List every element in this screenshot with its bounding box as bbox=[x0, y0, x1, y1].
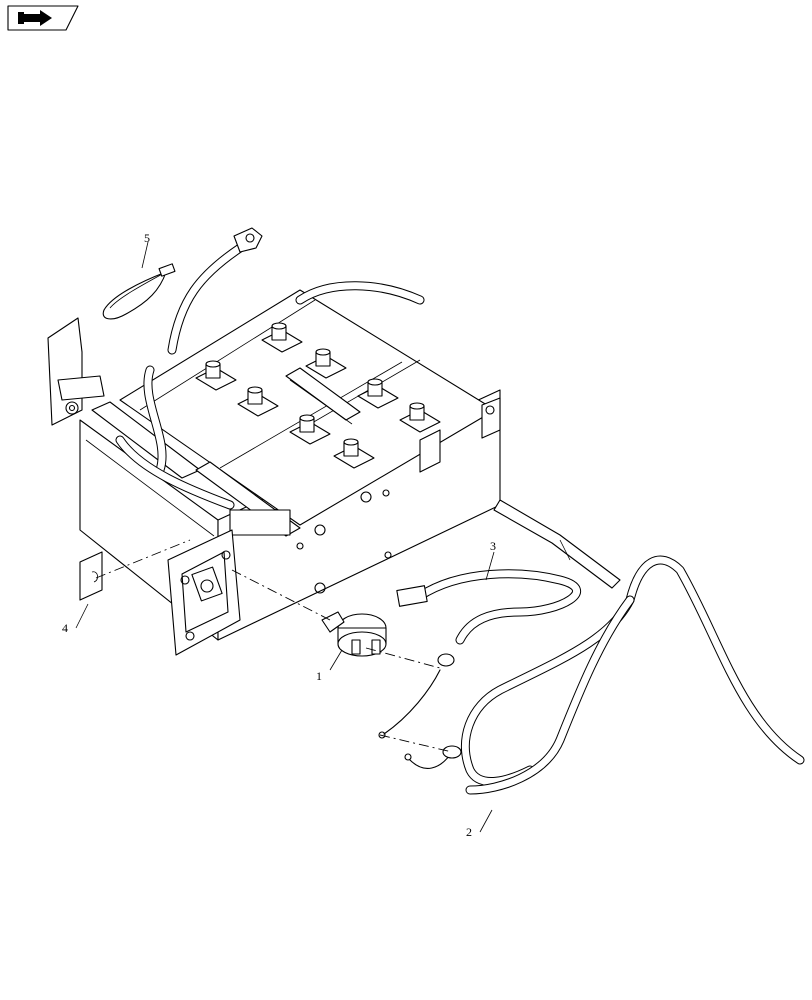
callout-4-label: 4 bbox=[62, 621, 68, 635]
part-5-cable-tie bbox=[102, 263, 176, 320]
callout-3-label: 3 bbox=[490, 539, 496, 553]
part-1-disconnect-switch bbox=[321, 611, 387, 657]
assembly-lines bbox=[95, 539, 453, 753]
tray-cables bbox=[115, 227, 425, 510]
callout-2: 2 bbox=[466, 809, 493, 839]
part-3-battery-cable bbox=[378, 569, 581, 739]
part-4-decal bbox=[79, 551, 103, 601]
callout-3: 3 bbox=[485, 539, 496, 581]
callout-2-label: 2 bbox=[466, 825, 472, 839]
battery-terminals bbox=[195, 322, 441, 469]
callout-4: 4 bbox=[62, 603, 89, 635]
arrow-right-icon bbox=[18, 10, 52, 26]
callout-5-label: 5 bbox=[144, 231, 150, 245]
disconnect-bracket bbox=[167, 529, 241, 656]
part-2-battery-cable bbox=[404, 555, 805, 795]
callout-1: 1 bbox=[316, 649, 343, 683]
callout-5: 5 bbox=[141, 231, 150, 269]
battery-tray-assembly bbox=[47, 289, 621, 641]
nav-icon-box[interactable] bbox=[7, 5, 79, 31]
callout-1-label: 1 bbox=[316, 669, 322, 683]
